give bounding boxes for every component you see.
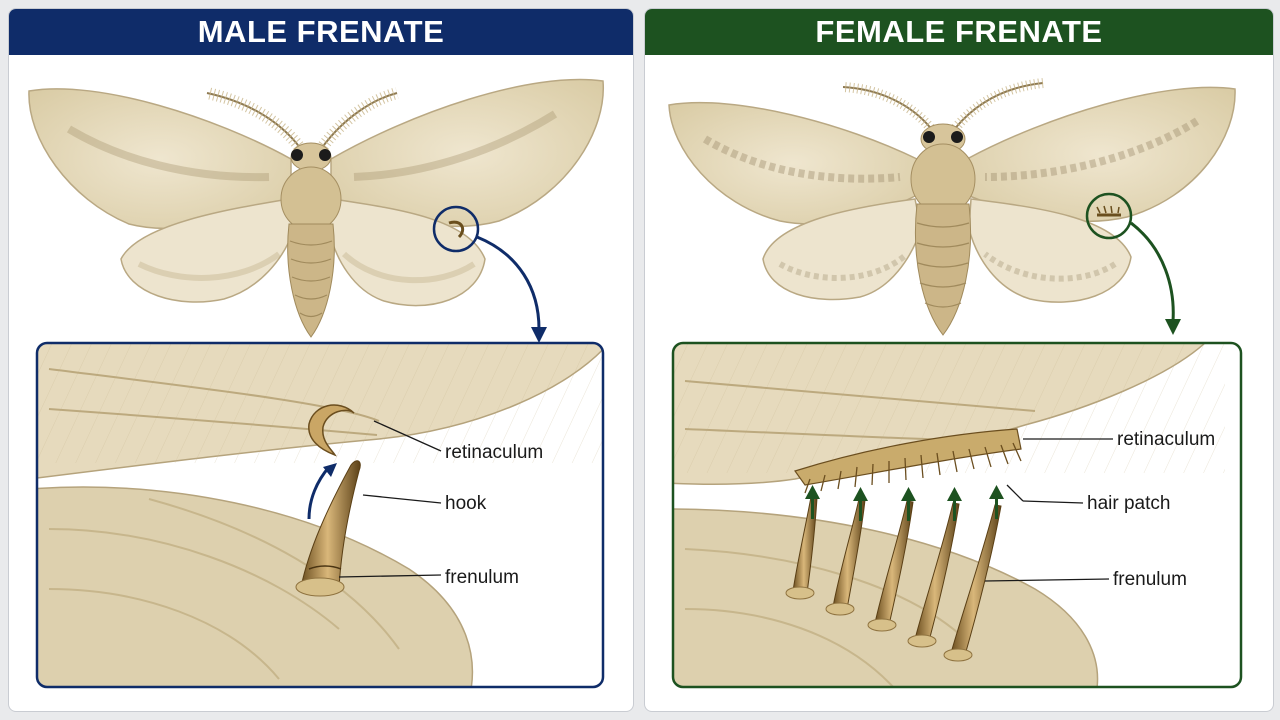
female-label-frenulum: frenulum: [1113, 569, 1187, 590]
male-detail-inset: [29, 343, 609, 699]
male-label-retinaculum: retinaculum: [445, 442, 543, 463]
male-label-frenulum: frenulum: [445, 567, 519, 588]
female-panel: FEMALE FRENATE: [644, 8, 1274, 712]
male-moth: [29, 80, 603, 343]
female-label-hair-patch: hair patch: [1087, 493, 1170, 514]
male-illustration: retinaculum hook frenulum: [9, 9, 633, 711]
male-label-hook: hook: [445, 493, 487, 514]
female-right-forewing: [967, 87, 1235, 221]
female-zoom-arrow: [1131, 223, 1173, 321]
female-illustration: retinaculum hair patch frenulum: [645, 9, 1273, 711]
female-detail-inset: [665, 343, 1241, 699]
male-thorax: [281, 167, 341, 231]
female-left-antenna: [843, 87, 933, 131]
male-zoom-arrow: [477, 237, 539, 329]
female-label-retinaculum: retinaculum: [1117, 429, 1215, 450]
female-moth: [669, 83, 1235, 335]
male-panel: MALE FRENATE: [8, 8, 634, 712]
female-abdomen: [915, 204, 970, 335]
